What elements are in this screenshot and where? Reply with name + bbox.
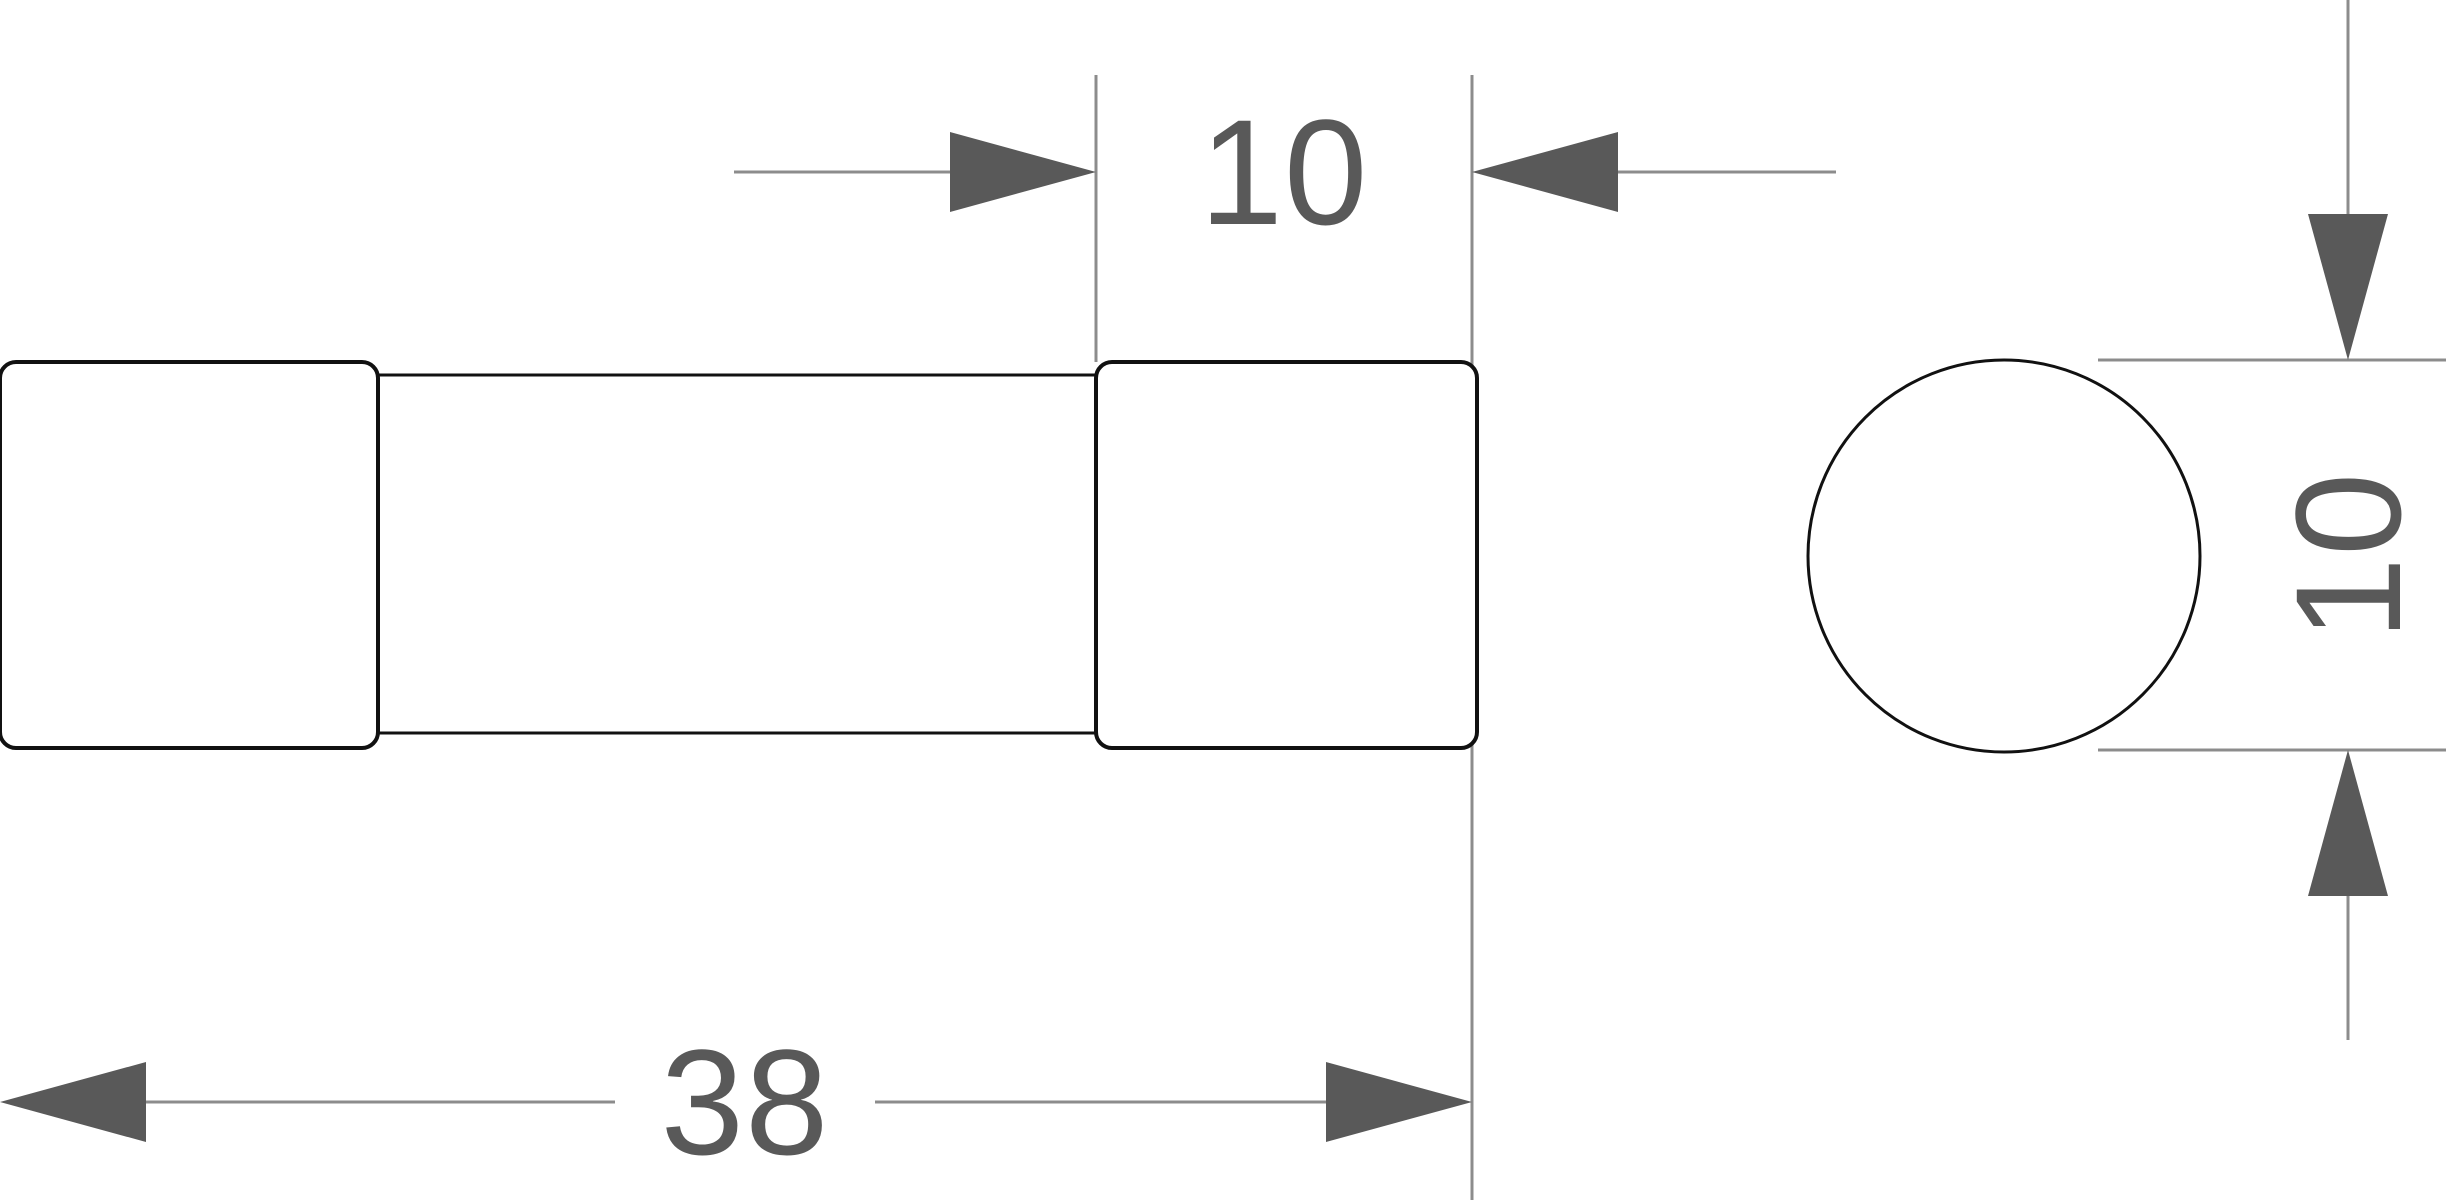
- right-end-cap: [1094, 360, 1479, 750]
- dimension-diameter: 10: [2264, 214, 2432, 896]
- dimension-cap-length: 10: [734, 88, 1836, 256]
- dimension-label-overall-length: 38: [661, 1018, 830, 1186]
- left-end-cap: [0, 360, 380, 750]
- extension-lines-group: [1094, 0, 2446, 1200]
- dim-arrowhead-right: [1326, 1062, 1472, 1142]
- fuse-end-circle: [1806, 358, 2202, 754]
- dimension-label-cap-length: 10: [1200, 88, 1369, 256]
- glass-tube-body: [376, 373, 1098, 735]
- side-view: [0, 360, 1479, 750]
- dimension-overall-length: 38: [0, 1018, 1472, 1186]
- dim-arrowhead-left: [0, 1062, 146, 1142]
- dimension-label-diameter: 10: [2264, 472, 2432, 641]
- end-view: [1806, 358, 2202, 754]
- dim-arrowhead-left: [950, 132, 1096, 212]
- dim-arrowhead-bottom: [2308, 750, 2388, 896]
- dim-arrowhead-right: [1472, 132, 1618, 212]
- dim-arrowhead-top: [2308, 214, 2388, 360]
